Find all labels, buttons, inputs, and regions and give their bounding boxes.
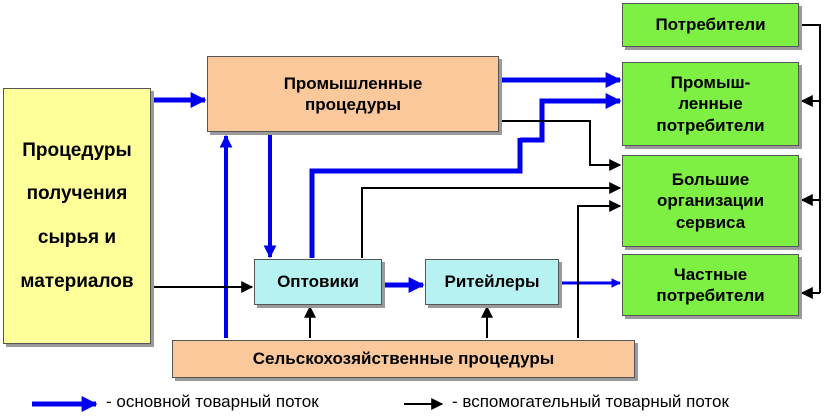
node-private-consumers: Частные потребители (622, 254, 799, 316)
legend-aux-label: - вспомогательный товарный поток (452, 392, 729, 411)
node-retailers: Ритейлеры (425, 259, 559, 305)
node-raw-materials-label: Процедуры получения сырья и материалов (20, 139, 134, 292)
node-agricultural-label: Сельскохозяйственные процедуры (252, 349, 555, 369)
node-private-consumers-label: Частные потребители (656, 264, 765, 305)
flow-wholesalers-to-service-aux (361, 182, 622, 258)
flow-industrial-to-service (500, 120, 622, 171)
node-industrial-consumers: Промыш- ленные потребители (622, 62, 799, 146)
node-service-organizations-label: Большие организации сервиса (656, 170, 765, 232)
node-industrial-procedures: Промышленные процедуры (207, 56, 499, 132)
node-industrial-label: Промышленные процедуры (283, 73, 423, 114)
node-service-organizations: Большие организации сервиса (622, 155, 799, 247)
consumer-bus (800, 24, 821, 293)
flow-agricultural-to-service (577, 200, 622, 338)
node-wholesalers: Оптовики (254, 259, 382, 305)
node-wholesalers-label: Оптовики (277, 272, 359, 292)
node-agricultural-procedures: Сельскохозяйственные процедуры (172, 340, 635, 378)
node-retailers-label: Ритейлеры (444, 272, 540, 292)
flow-wholesalers-to-service (309, 138, 523, 258)
node-raw-materials: Процедуры получения сырья и материалов (3, 88, 151, 344)
node-consumers-label: Потребители (655, 15, 766, 35)
node-industrial-consumers-label: Промыш- ленные потребители (656, 73, 765, 135)
legend-main-label: - основной товарный поток (106, 392, 319, 411)
node-consumers: Потребители (622, 3, 799, 47)
